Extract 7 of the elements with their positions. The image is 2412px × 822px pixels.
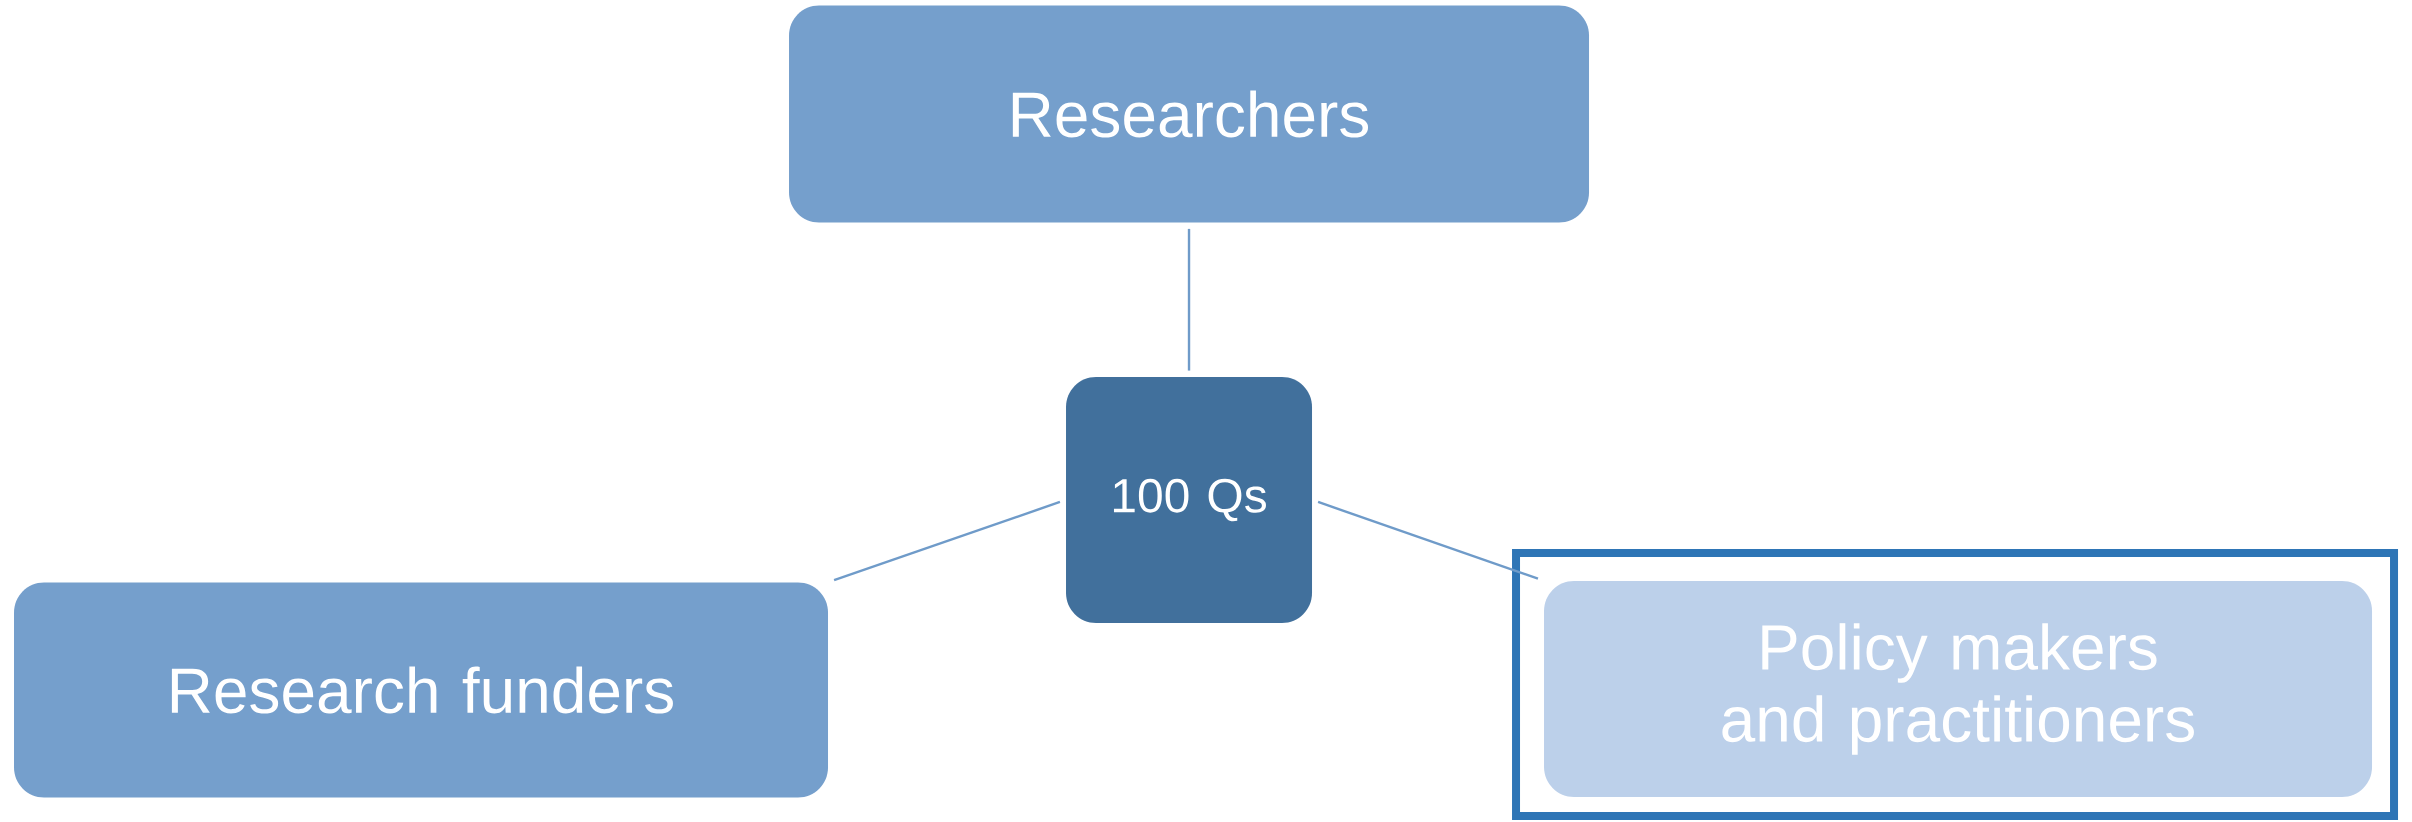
connector-line bbox=[1187, 228, 1191, 371]
box: Policy makers and practitioners bbox=[1544, 581, 2373, 797]
connector-line bbox=[833, 500, 1061, 582]
box: Research funders bbox=[14, 582, 828, 798]
box: 100 Qs bbox=[1066, 377, 1312, 623]
box: Researchers bbox=[789, 5, 1589, 223]
connector-line bbox=[1317, 500, 1539, 580]
